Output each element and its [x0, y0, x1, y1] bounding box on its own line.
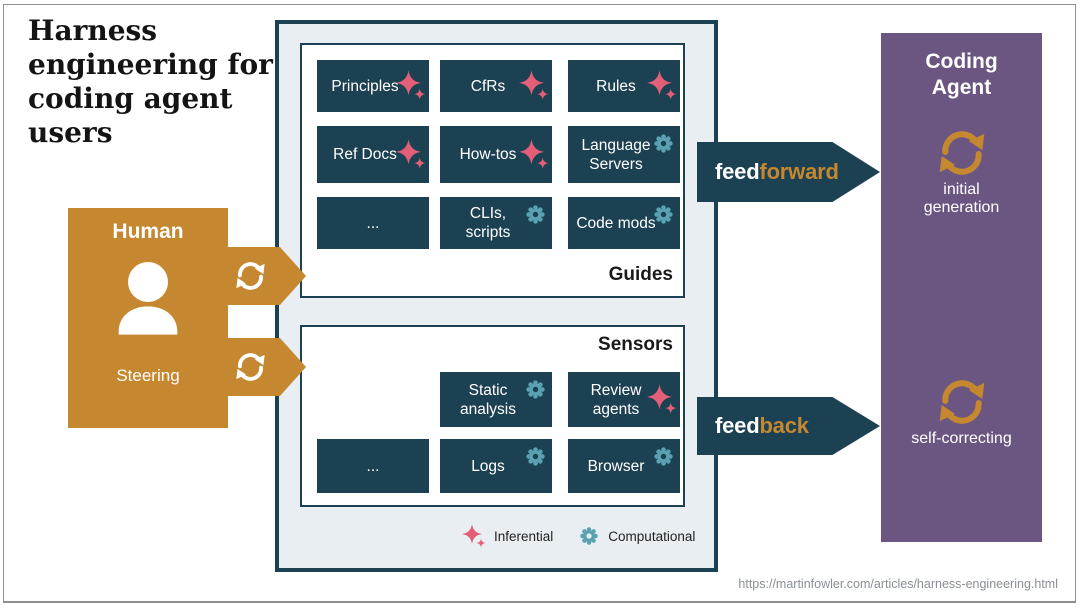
- tile-logs: Logs: [440, 439, 552, 493]
- tile-label: Ref Docs: [333, 146, 397, 163]
- tile-clis-scripts: CLIs, scripts: [440, 197, 552, 249]
- tile-language-servers: Language Servers: [568, 126, 680, 183]
- cycle-icon: [936, 127, 988, 179]
- person-icon: [106, 258, 190, 338]
- tile-label: Static analysis: [460, 381, 516, 418]
- tile-label: Browser: [587, 457, 645, 475]
- cycle-icon: [234, 260, 267, 293]
- tile-label: ...: [366, 214, 380, 232]
- tile-browser: Browser: [568, 439, 680, 493]
- tile-label: Principles: [331, 77, 399, 95]
- inferential-sparkle-icon: [462, 524, 486, 548]
- page-title-line: coding agent: [28, 82, 233, 115]
- page-title-line: engineering for: [28, 48, 273, 81]
- coding-agent-title: Coding Agent: [925, 50, 998, 99]
- tile-sensors-more: ...: [317, 439, 429, 493]
- feedback-label-suffix: back: [759, 413, 809, 438]
- stage-label: self-correcting: [911, 430, 1012, 447]
- sensors-box: Sensors Static analysis Review agents ..…: [300, 325, 685, 507]
- human-box: Human Steering: [68, 208, 228, 428]
- inferential-sparkle-icon: [647, 384, 677, 414]
- feedforward-label-suffix: forward: [759, 159, 839, 184]
- computational-gear-icon: [653, 446, 674, 467]
- feedforward-label-prefix: feed: [715, 159, 760, 184]
- source-url: https://martinfowler.com/articles/harnes…: [738, 577, 1058, 591]
- computational-gear-icon: [653, 204, 674, 225]
- cycle-icon: [936, 376, 988, 428]
- computational-gear-icon: [525, 379, 546, 400]
- tile-rules: Rules: [568, 60, 680, 112]
- tile-how-tos: How-tos: [440, 126, 552, 183]
- tile-label: Logs: [471, 457, 505, 475]
- computational-gear-icon: [525, 446, 546, 467]
- inferential-sparkle-icon: [519, 139, 549, 169]
- tile-static-analysis: Static analysis: [440, 372, 552, 427]
- agent-stage-self-correcting: self-correcting: [881, 376, 1042, 448]
- tile-ref-docs: Ref Docs: [317, 126, 429, 183]
- tile-review-agents: Review agents: [568, 372, 680, 427]
- computational-gear-icon: [579, 526, 599, 546]
- icon-legend: Inferential Computational: [462, 524, 695, 548]
- tile-label: How-tos: [459, 146, 517, 163]
- inferential-sparkle-icon: [519, 70, 549, 100]
- tile-label: Code mods: [576, 214, 656, 232]
- human-title: Human: [112, 220, 184, 243]
- page-title-line: Harness: [28, 14, 158, 47]
- guides-label: Guides: [608, 264, 673, 285]
- feedback-label-prefix: feed: [715, 413, 760, 438]
- human-subtitle: Steering: [116, 366, 180, 385]
- guides-box: Principles CfRs Rules Ref Docs How-tos L…: [300, 43, 685, 298]
- inferential-sparkle-icon: [396, 139, 426, 169]
- coding-agent-box: Coding Agent initial generation self-cor…: [881, 33, 1042, 542]
- tile-guides-more: ...: [317, 197, 429, 249]
- tile-label: CLIs, scripts: [465, 205, 511, 241]
- legend-inferential-label: Inferential: [494, 528, 554, 544]
- computational-gear-icon: [653, 133, 674, 154]
- page-title-line: users: [28, 116, 113, 149]
- agent-stage-initial-generation: initial generation: [881, 127, 1042, 217]
- tile-label: ...: [366, 457, 380, 475]
- stage-label: initial generation: [923, 181, 1000, 216]
- inferential-sparkle-icon: [647, 70, 677, 100]
- inferential-sparkle-icon: [396, 70, 426, 100]
- tile-label: CfRs: [470, 77, 506, 95]
- tile-principles: Principles: [317, 60, 429, 112]
- tile-label: Review agents: [590, 381, 642, 418]
- tile-label: Language Servers: [581, 136, 651, 173]
- tile-label: Rules: [596, 77, 636, 95]
- legend-computational-label: Computational: [608, 528, 696, 544]
- tile-code-mods: Code mods: [568, 197, 680, 249]
- page-title: Harness engineering for coding agent use…: [28, 14, 288, 150]
- cycle-icon: [234, 351, 267, 384]
- computational-gear-icon: [525, 204, 546, 225]
- sensors-label: Sensors: [598, 334, 673, 355]
- tile-cfrs: CfRs: [440, 60, 552, 112]
